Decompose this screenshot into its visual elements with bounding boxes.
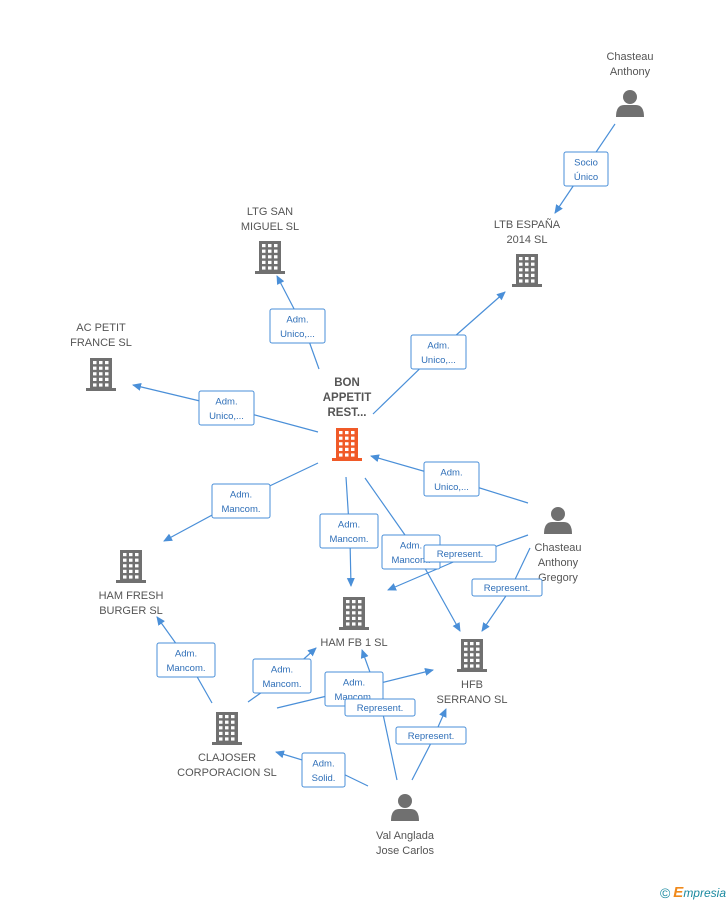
edge-line — [411, 708, 447, 781]
edge-label-text: Mancom. — [391, 555, 430, 566]
building-icon — [255, 241, 285, 274]
node-label: HAM FRESH — [99, 590, 164, 602]
empresia-logo[interactable]: Empresia — [673, 884, 726, 901]
node-label: LTG SAN — [247, 206, 293, 218]
edge-label[interactable]: Represent. — [471, 578, 543, 597]
edge-label-text: Adm. — [271, 664, 293, 675]
node-label: Gregory — [538, 572, 578, 584]
edge-label-text: Mancom. — [329, 534, 368, 545]
company-node-clajoser[interactable]: CLAJOSER CORPORACION SL — [177, 712, 277, 779]
person-icon — [391, 794, 419, 821]
node-label: HFB — [461, 679, 483, 691]
edge-label-text: Adm. — [286, 314, 308, 325]
node-label: REST... — [328, 407, 367, 419]
node-label: MIGUEL SL — [241, 221, 299, 233]
edge-label-text: Adm. — [440, 467, 462, 478]
edge-label[interactable]: Adm. Mancom. — [211, 483, 271, 519]
edge-label-text: Mancom. — [334, 692, 373, 703]
edge-label-text: Unico,... — [209, 411, 244, 422]
node-label: APPETIT — [323, 392, 372, 404]
node-label: Val Anglada — [376, 830, 435, 842]
edge-label-text: Adm. — [400, 540, 422, 551]
edge-label[interactable]: Adm. Unico,... — [410, 334, 467, 370]
empresia-footer: © Empresia — [660, 884, 726, 901]
node-label: SERRANO SL — [437, 694, 508, 706]
copyright-symbol: © — [659, 884, 671, 901]
edge-label[interactable]: Adm. Unico,... — [198, 390, 255, 426]
building-icon — [339, 597, 369, 630]
edge-label-text: Adm. — [175, 648, 197, 659]
node-label: Anthony — [610, 66, 651, 78]
company-node-acp[interactable]: AC PETIT FRANCE SL — [70, 322, 132, 391]
edge-label-text: Unico,... — [280, 329, 315, 340]
node-label: AC PETIT — [76, 322, 126, 334]
company-node-ltg[interactable]: LTG SAN MIGUEL SL — [241, 206, 299, 274]
edge-label-text: Unico,... — [421, 355, 456, 366]
edge-label-text: Adm. — [230, 489, 252, 500]
edge-label-text: Adm. — [215, 396, 237, 407]
node-label: BON — [334, 377, 360, 389]
node-label: CORPORACION SL — [177, 767, 277, 779]
edge-label-text: Adm. — [312, 758, 334, 769]
node-label: Chasteau — [606, 51, 653, 63]
building-icon — [512, 254, 542, 287]
edge-label-text: Mancom. — [221, 504, 260, 515]
person-icon — [544, 507, 572, 534]
edge-label-text: Represent. — [357, 703, 403, 714]
node-label: BURGER SL — [99, 605, 163, 617]
building-icon — [86, 358, 116, 391]
edge-label[interactable]: Adm. Mancom. — [156, 642, 216, 678]
node-label: LTB ESPAÑA — [494, 218, 561, 231]
node-label: CLAJOSER — [198, 752, 256, 764]
edge-label-text: Adm. — [338, 519, 360, 530]
company-node-ltb[interactable]: LTB ESPAÑA 2014 SL — [494, 218, 561, 287]
building-icon — [332, 428, 362, 461]
building-icon — [212, 712, 242, 745]
edge-label-text: Represent. — [484, 583, 530, 594]
edge-label-text: Único — [574, 172, 598, 183]
building-icon — [116, 550, 146, 583]
company-node-bon[interactable]: BON APPETIT REST... — [323, 377, 372, 461]
node-label: Chasteau — [534, 542, 581, 554]
edge-label-text: Mancom. — [262, 679, 301, 690]
edge-label-text: Solid. — [312, 773, 336, 784]
company-node-hamfresh[interactable]: HAM FRESH BURGER SL — [99, 550, 164, 617]
company-node-hamfb[interactable]: HAM FB 1 SL — [320, 597, 388, 649]
node-label: HAM FB 1 SL — [320, 637, 387, 649]
edge-label-text: Adm. — [427, 340, 449, 351]
building-icon — [457, 639, 487, 672]
person-icon — [616, 90, 644, 117]
edge-label[interactable]: Adm. Unico,... — [269, 308, 326, 344]
node-label: 2014 SL — [507, 234, 548, 246]
edge-label-text: Adm. — [343, 677, 365, 688]
edge-label[interactable]: Adm. Mancom. — [319, 513, 379, 549]
edge-label-text: Mancom. — [166, 663, 205, 674]
edge-label-text: Socio — [574, 157, 598, 168]
edge-label-text: Represent. — [408, 731, 454, 742]
edge-label[interactable]: Adm. Solid. — [301, 752, 346, 788]
node-label: Jose Carlos — [376, 845, 435, 857]
edge-label[interactable]: Represent. — [344, 698, 416, 717]
edge-label[interactable]: Adm. Mancom. — [252, 658, 312, 694]
edge-label[interactable]: Adm. Unico,... — [423, 461, 480, 497]
node-label: Anthony — [538, 557, 579, 569]
node-label: FRANCE SL — [70, 337, 132, 349]
company-node-hfb[interactable]: HFB SERRANO SL — [437, 639, 508, 706]
edge-label[interactable]: Represent. — [423, 544, 497, 563]
edge-label-text: Represent. — [437, 549, 483, 560]
edge-label-text: Unico,... — [434, 482, 469, 493]
edge-label[interactable]: Represent. — [395, 726, 467, 745]
